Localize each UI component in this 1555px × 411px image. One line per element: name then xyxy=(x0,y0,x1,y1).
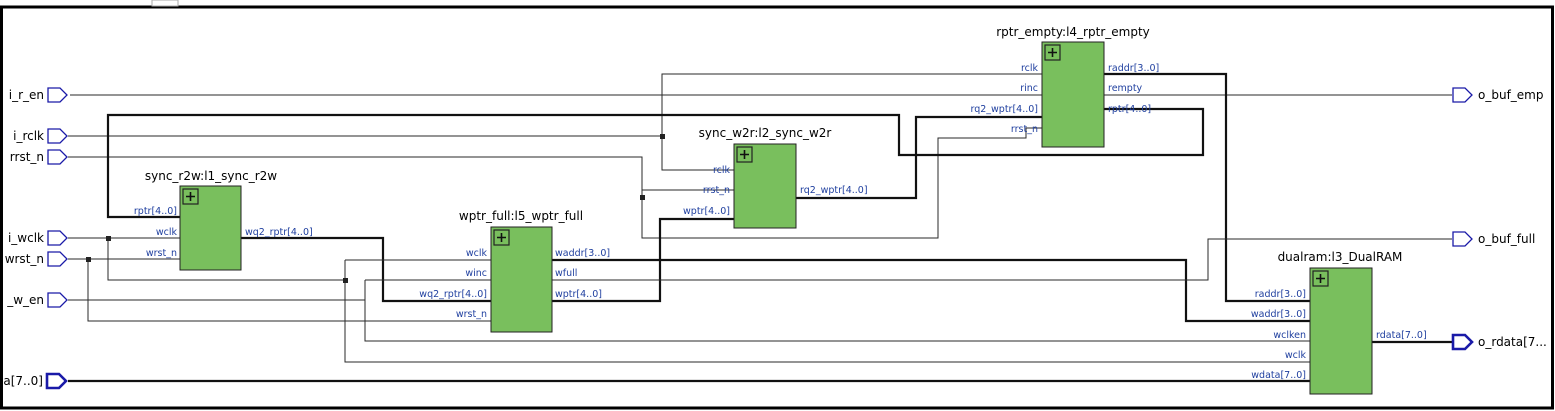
wire-rrst-to-rptr-empty[interactable] xyxy=(641,127,1042,239)
block-wptr-full[interactable]: wptr_full:l5_wptr_full wclk winc wq2_rpt… xyxy=(419,209,610,333)
port-label: rinc xyxy=(1020,83,1038,94)
wire-wfull[interactable] xyxy=(552,238,1452,281)
port-label: wrst_n xyxy=(456,309,487,320)
pin-label: o_rdata[7... xyxy=(1478,335,1547,349)
port-label: rptr[4..0] xyxy=(1108,104,1151,115)
junction-dot xyxy=(106,236,111,241)
wire-w-en[interactable] xyxy=(68,299,1310,342)
port-label: raddr[3..0] xyxy=(1255,289,1306,300)
block-title: wptr_full:l5_wptr_full xyxy=(459,209,583,223)
junction-dot xyxy=(660,134,665,139)
port-label: wptr[4..0] xyxy=(683,206,730,217)
plus-box-icon[interactable] xyxy=(1044,44,1061,61)
port-label: winc xyxy=(465,268,487,279)
port-label: waddr[3..0] xyxy=(1251,309,1306,320)
junction-dot xyxy=(343,278,348,283)
wire-wrst-to-wptr-full[interactable] xyxy=(87,259,491,322)
port-label: wq2_rptr[4..0] xyxy=(419,289,487,300)
bus-waddr[interactable] xyxy=(552,258,1310,323)
port-label: rrst_n xyxy=(1011,124,1038,135)
block-rptr-empty[interactable]: rptr_empty:l4_rptr_empty rclk rinc rq2_w… xyxy=(970,25,1159,148)
port-label: rrst_n xyxy=(703,185,730,196)
port-label: wfull xyxy=(555,268,577,279)
input-pins: i_r_en i_rclk rrst_n i_wclk wrst_n _w_en… xyxy=(3,87,68,390)
pin-label: _w_en xyxy=(6,293,44,307)
block-sync-r2w[interactable]: sync_r2w:l1_sync_r2w rptr[4..0] wclk wrs… xyxy=(134,169,313,271)
wire-wclk-branch[interactable] xyxy=(107,238,345,281)
port-label: rq2_wptr[4..0] xyxy=(970,104,1038,115)
bus-wq2-rptr[interactable] xyxy=(241,236,491,303)
port-label: rq2_wptr[4..0] xyxy=(800,185,868,196)
port-label: raddr[3..0] xyxy=(1108,63,1159,74)
port-label: rempty xyxy=(1108,83,1143,94)
port-label: wdata[7..0] xyxy=(1251,370,1306,381)
pin-i-r-en[interactable]: i_r_en xyxy=(9,87,68,103)
output-pins: o_buf_emp o_buf_full o_rdata[7... xyxy=(1451,87,1547,351)
pin-rrst-n[interactable]: rrst_n xyxy=(10,149,68,165)
port-label: wclken xyxy=(1273,330,1306,341)
bus-rptr-loop[interactable] xyxy=(106,107,1205,219)
block-sync-w2r[interactable]: sync_w2r:l2_sync_w2r rclk rrst_n wptr[4.… xyxy=(683,126,868,229)
pin-label: i_rclk xyxy=(13,129,44,143)
port-label: wq2_rptr[4..0] xyxy=(245,227,313,238)
pin-o-rdata[interactable]: o_rdata[7... xyxy=(1451,333,1547,351)
block-title: sync_r2w:l1_sync_r2w xyxy=(145,169,277,183)
pin-wdata[interactable]: a[7..0] xyxy=(3,372,68,390)
plus-box-icon[interactable] xyxy=(182,188,199,205)
pin-label: o_buf_full xyxy=(1478,232,1535,246)
port-label: wrst_n xyxy=(146,248,177,259)
block-title: dualram:l3_DualRAM xyxy=(1278,250,1403,264)
pin-wrst-n[interactable]: wrst_n xyxy=(5,251,68,267)
pin-label: i_r_en xyxy=(9,88,44,102)
block-title: rptr_empty:l4_rptr_empty xyxy=(996,25,1150,39)
port-label: wptr[4..0] xyxy=(555,289,602,300)
port-label: wclk xyxy=(466,248,488,259)
plus-box-icon[interactable] xyxy=(1312,270,1329,287)
bus-raddr[interactable] xyxy=(1104,72,1310,303)
pin-label: wrst_n xyxy=(5,252,44,266)
pin-label: rrst_n xyxy=(10,150,44,164)
port-label: rclk xyxy=(1021,63,1039,74)
pin-label: i_wclk xyxy=(8,231,44,245)
port-label: waddr[3..0] xyxy=(555,248,610,259)
port-label: rdata[7..0] xyxy=(1376,330,1427,341)
block-title: sync_w2r:l2_sync_w2r xyxy=(699,126,832,140)
bus-rq2-wptr[interactable] xyxy=(796,115,1042,200)
toolbar-fragment xyxy=(151,0,179,7)
wire-rclk-to-sync-w2r[interactable] xyxy=(661,136,734,171)
pin-o-buf-empty[interactable]: o_buf_emp xyxy=(1452,87,1543,103)
wire-wclk-to-dualram[interactable] xyxy=(344,260,1310,363)
pin-w-en[interactable]: _w_en xyxy=(6,292,68,308)
canvas-border xyxy=(0,5,1554,410)
port-label: wclk xyxy=(156,227,178,238)
port-label: rptr[4..0] xyxy=(134,206,177,217)
wires xyxy=(68,72,1452,383)
pin-i-rclk[interactable]: i_rclk xyxy=(13,128,68,144)
pin-o-buf-full[interactable]: o_buf_full xyxy=(1452,231,1535,247)
port-label: wclk xyxy=(1285,350,1307,361)
block-dualram[interactable]: dualram:l3_DualRAM raddr[3..0] waddr[3..… xyxy=(1251,250,1427,395)
plus-box-icon[interactable] xyxy=(493,229,510,246)
pin-label: a[7..0] xyxy=(3,374,43,388)
junction-dot xyxy=(640,195,645,200)
port-label: rclk xyxy=(713,165,731,176)
plus-box-icon[interactable] xyxy=(736,146,753,163)
pin-label: o_buf_emp xyxy=(1478,88,1543,102)
wire-rrst-n[interactable] xyxy=(68,156,643,197)
junction-dot xyxy=(86,257,91,262)
pin-i-wclk[interactable]: i_wclk xyxy=(8,230,68,246)
